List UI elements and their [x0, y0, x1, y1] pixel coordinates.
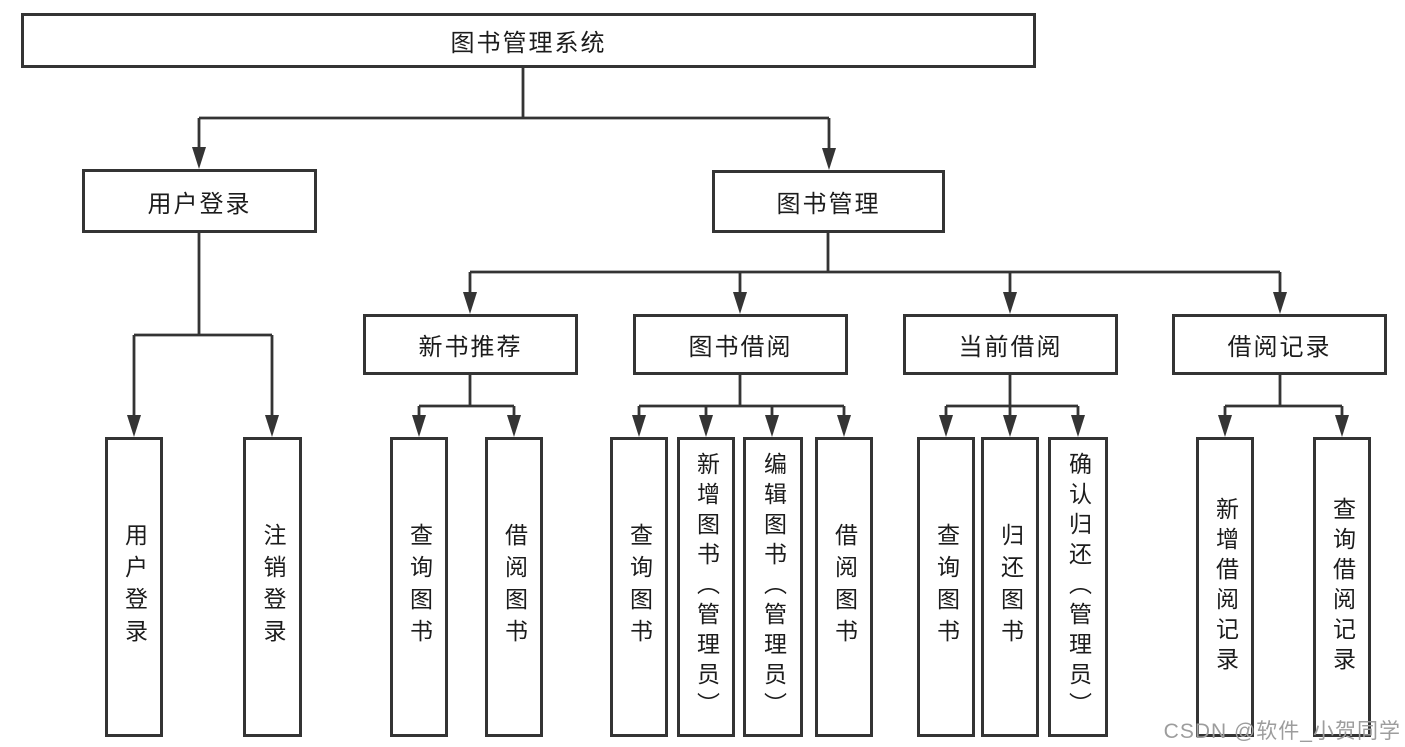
node-book-borrowing: 图书借阅 [633, 314, 848, 375]
leaf-edit-book-admin: 编辑图书（管理员） [743, 437, 803, 737]
leaf-user-login: 用户登录 [105, 437, 163, 737]
node-current-borrowing: 当前借阅 [903, 314, 1118, 375]
leaf-confirm-return-admin: 确认归还（管理员） [1048, 437, 1108, 737]
leaf-logout: 注销登录 [243, 437, 302, 737]
node-borrowing-records: 借阅记录 [1172, 314, 1387, 375]
connector-rails [132, 68, 1344, 416]
arrowheads [127, 147, 1349, 437]
node-book-management: 图书管理 [712, 170, 945, 233]
leaf-query-books-recommend: 查询图书 [390, 437, 448, 737]
leaf-query-books-current: 查询图书 [917, 437, 975, 737]
leaf-query-books-borrowing: 查询图书 [610, 437, 668, 737]
node-library-management-system: 图书管理系统 [21, 13, 1036, 68]
leaf-add-book-admin: 新增图书（管理员） [677, 437, 735, 737]
leaf-query-borrow-record: 查询借阅记录 [1313, 437, 1371, 737]
leaf-borrow-books-borrowing: 借阅图书 [815, 437, 873, 737]
leaf-borrow-books-recommend: 借阅图书 [485, 437, 543, 737]
leaf-return-books: 归还图书 [981, 437, 1039, 737]
csdn-watermark: CSDN @软件_小贺同学 [1163, 720, 1401, 743]
leaf-add-borrow-record: 新增借阅记录 [1196, 437, 1254, 737]
node-new-book-recommendation: 新书推荐 [363, 314, 578, 375]
node-user-login: 用户登录 [82, 169, 317, 233]
